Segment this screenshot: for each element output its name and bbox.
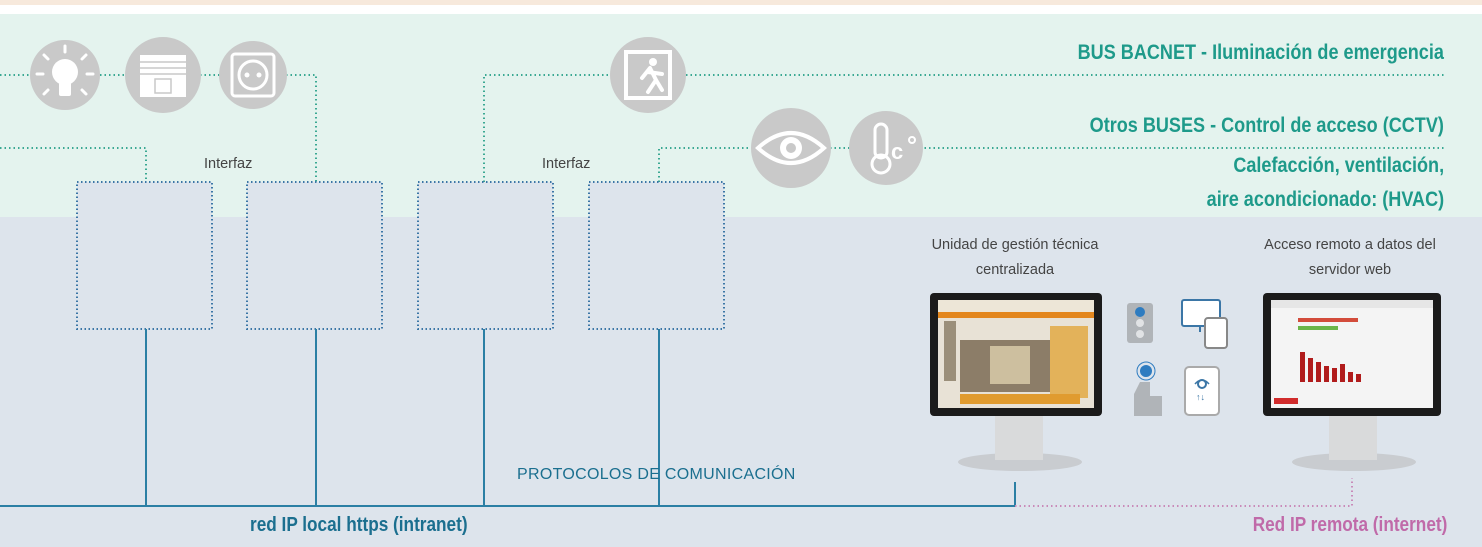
- remote-monitor-caption-line1: Acceso remoto a datos del: [1264, 237, 1436, 253]
- phone-icon: ↑↓: [1184, 366, 1220, 416]
- ip-local-label: red IP local https (intranet): [250, 514, 468, 536]
- interface-box: [588, 181, 725, 330]
- interface-label: Interfaz: [204, 156, 253, 172]
- protocols-label: PROTOCOLOS DE COMUNICACIÓN: [517, 466, 796, 483]
- remote-monitor: [1263, 293, 1441, 471]
- ip-remote-label: Red IP remota (internet): [1252, 514, 1447, 536]
- socket-icon: [219, 41, 287, 109]
- blind-icon: [125, 37, 201, 113]
- local-monitor-caption-line1: Unidad de gestión técnica: [931, 237, 1099, 253]
- interface-box: [246, 181, 383, 330]
- bus-hvac-label-line2: aire acondicionado: (HVAC): [1206, 188, 1444, 211]
- eye-icon: [751, 108, 831, 188]
- emergency-exit-icon: [610, 37, 686, 113]
- traffic-light-icon: [1127, 303, 1153, 343]
- remote-monitor-caption-line2: servidor web: [1308, 262, 1392, 278]
- ip-remote-line: [1015, 478, 1353, 507]
- hand-touch-icon: [1134, 361, 1162, 416]
- interface-box: [417, 181, 554, 330]
- local-monitor: [930, 293, 1102, 471]
- computer-tablet-icon: [1181, 299, 1228, 349]
- thermometer-icon: c: [849, 111, 923, 185]
- local-monitor-caption-line2: centralizada: [975, 262, 1055, 278]
- bus-lines: [0, 74, 1445, 182]
- interface-boxes: [76, 181, 725, 330]
- bus-hvac-label-line1: Calefacción, ventilación,: [1233, 154, 1444, 177]
- interface-box: [76, 181, 213, 330]
- bus-bacnet-label: BUS BACNET - Iluminación de emergencia: [1077, 41, 1444, 64]
- top-strip: [0, 0, 1482, 5]
- interface-label: Interfaz: [542, 156, 591, 172]
- bulb-icon: [30, 40, 100, 110]
- bus-otros-label: Otros BUSES - Control de acceso (CCTV): [1089, 114, 1444, 137]
- svg-text:↑↓: ↑↓: [1196, 392, 1205, 402]
- svg-text:c: c: [891, 139, 903, 164]
